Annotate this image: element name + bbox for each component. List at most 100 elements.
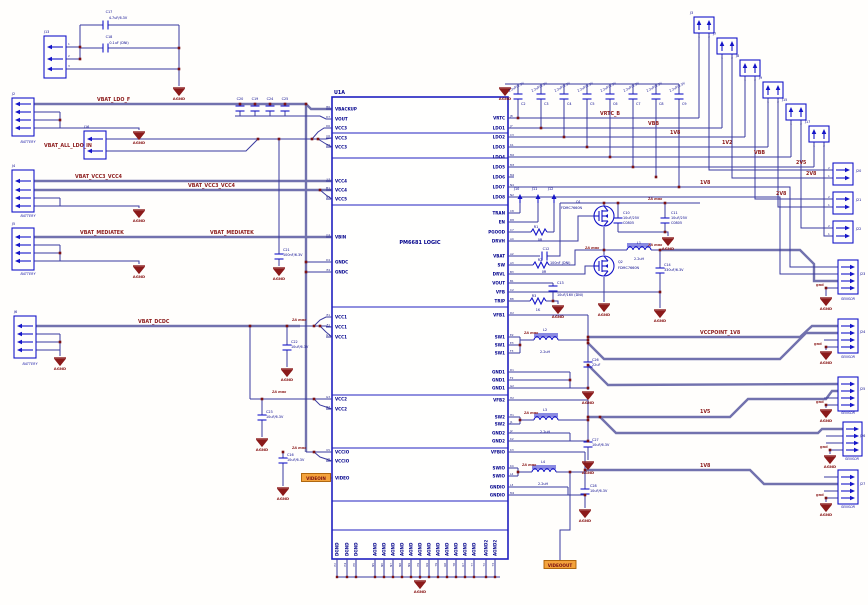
connector[interactable] (13, 315, 37, 359)
agnd-label: AGND (133, 274, 145, 279)
ic-pin-number: E3 (510, 341, 514, 345)
testpoint-arrow (517, 194, 523, 199)
pin-number: 2 (828, 195, 830, 199)
connector[interactable] (832, 162, 854, 186)
highlighted-net-label[interactable] (543, 560, 577, 569)
ic-pin-number: N9 (407, 563, 411, 567)
connector[interactable] (842, 421, 863, 457)
value-label: J21 (855, 198, 861, 202)
ic-pin-name: AGND (445, 542, 450, 556)
junction-dot (824, 286, 828, 290)
right-arrow-icon (845, 175, 850, 181)
junction-dot (658, 248, 662, 252)
value-label: FDMC7660N (618, 266, 639, 270)
current-note: 2A max (522, 463, 537, 467)
ic-pin-number: A3 (510, 261, 514, 265)
ic-pin-name: EN (499, 220, 506, 225)
current-note: 2A max (292, 318, 307, 322)
inductor[interactable] (531, 468, 557, 473)
inductor[interactable] (626, 246, 652, 251)
right-arrow-icon (854, 440, 859, 446)
inductor[interactable] (533, 416, 559, 421)
ic-pin-name: VOUT (492, 281, 505, 286)
ic-pin-name: SW (498, 263, 506, 268)
net-label: 1V8 (700, 180, 711, 186)
resistor[interactable] (532, 260, 550, 270)
connector[interactable] (832, 191, 854, 215)
ic-pin-name: DGND (345, 542, 350, 556)
up-arrow-icon (696, 20, 702, 25)
value-label: C13 (557, 281, 564, 285)
junction-dot (238, 102, 242, 106)
jumper-header[interactable] (808, 125, 830, 143)
agnd-icon (662, 238, 674, 247)
connector[interactable] (837, 469, 859, 505)
wire (547, 203, 561, 257)
junction-dot (586, 386, 590, 390)
right-arrow-icon (850, 495, 855, 501)
net-label: gnd (816, 493, 824, 497)
left-arrow-icon (87, 136, 92, 142)
connector[interactable] (83, 130, 107, 160)
connector[interactable] (837, 318, 859, 354)
left-arrow-icon (87, 148, 92, 154)
junction-dot (828, 448, 832, 452)
connector[interactable] (837, 259, 859, 295)
right-arrow-icon (845, 233, 850, 239)
right-arrow-icon (845, 225, 850, 231)
connector[interactable] (11, 227, 35, 271)
ic-pin-number: B6 (326, 105, 330, 109)
wire (777, 98, 833, 208)
agnd-label: AGND (582, 470, 594, 475)
value-label: 2.2uF/6.3V (669, 81, 687, 93)
pin-number: 1 (813, 144, 815, 148)
jumper-header[interactable] (785, 103, 807, 121)
pin-number: 1 (767, 100, 769, 104)
inductor[interactable] (533, 336, 559, 341)
junction-dot (583, 493, 587, 497)
agnd-label: AGND (552, 314, 564, 319)
wire (313, 398, 333, 410)
up-arrow-icon (742, 63, 748, 68)
jumper-header[interactable] (739, 59, 761, 77)
wire-thick (588, 324, 838, 339)
wire (235, 115, 332, 120)
junction-dot (310, 137, 314, 141)
value-label: C6 (613, 102, 618, 106)
junction-dot (562, 135, 566, 139)
jumper-header[interactable] (693, 16, 715, 34)
highlighted-net-label[interactable] (301, 473, 331, 482)
connector[interactable] (832, 220, 854, 244)
wire (508, 265, 594, 275)
ic-pin-number: J2 (509, 429, 513, 433)
ic-pin-number: K1 (510, 143, 514, 147)
junction-dot (335, 575, 339, 579)
resistor[interactable] (530, 227, 548, 237)
value-label: 2.2uH (540, 430, 551, 434)
ic-pin-name: TRAN (492, 211, 505, 216)
agnd-icon (582, 462, 594, 471)
connector[interactable] (11, 97, 35, 137)
resistor[interactable] (529, 296, 547, 306)
connector[interactable] (11, 169, 35, 213)
connector[interactable] (837, 376, 859, 412)
connector[interactable] (43, 35, 67, 79)
ic-body[interactable] (331, 96, 509, 560)
agnd-icon (273, 268, 285, 277)
value-label: 0R (538, 238, 543, 242)
wire (319, 189, 333, 200)
agnd-icon (54, 358, 66, 367)
ic-pin-name: SW1 (495, 351, 505, 356)
jumper-header[interactable] (716, 37, 738, 55)
right-arrow-icon (850, 474, 855, 480)
right-arrow-icon (850, 488, 855, 494)
wire-thick (588, 389, 838, 419)
net-label: 1V2 (722, 140, 732, 146)
value-label: 2.2uH (540, 350, 551, 354)
value-label: C7 (636, 102, 641, 106)
ic-pin-number: C8 (510, 209, 514, 213)
jumper-header[interactable] (762, 81, 784, 99)
net-label: gnd (814, 342, 822, 346)
value-label: 10uF/25V (671, 216, 688, 220)
